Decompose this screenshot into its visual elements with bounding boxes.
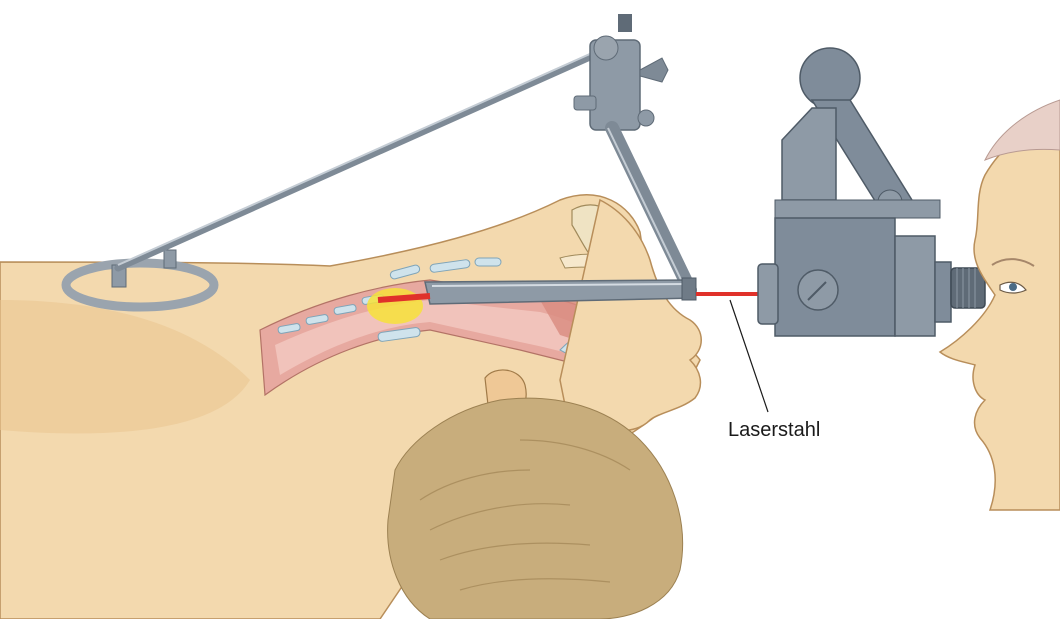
microscope-eyepiece	[951, 268, 985, 308]
ring-post-right	[164, 250, 176, 268]
laser-callout-label: Laserstahl	[728, 419, 820, 441]
surgeon-pupil	[1009, 283, 1017, 291]
surgeon-face	[940, 110, 1060, 510]
tube-end	[682, 278, 696, 300]
joint-knob	[594, 36, 618, 60]
microscope-plate	[775, 200, 940, 218]
side-clamp	[574, 96, 596, 110]
laser-focus-spot	[367, 288, 423, 324]
microscope-eyepiece-housing	[935, 262, 951, 322]
operating-microscope	[758, 48, 985, 336]
microscope-body	[775, 218, 895, 336]
microscope-bracket	[782, 108, 836, 200]
microscope-body-right	[895, 236, 935, 336]
microscope-objective	[758, 264, 778, 324]
patient	[0, 195, 701, 619]
laser-beam-inside	[378, 296, 430, 300]
microscope-top-knob	[800, 48, 860, 108]
top-screw	[618, 14, 632, 32]
patient-hair	[388, 398, 683, 619]
wing-nut	[640, 58, 668, 82]
lower-knob	[638, 110, 654, 126]
